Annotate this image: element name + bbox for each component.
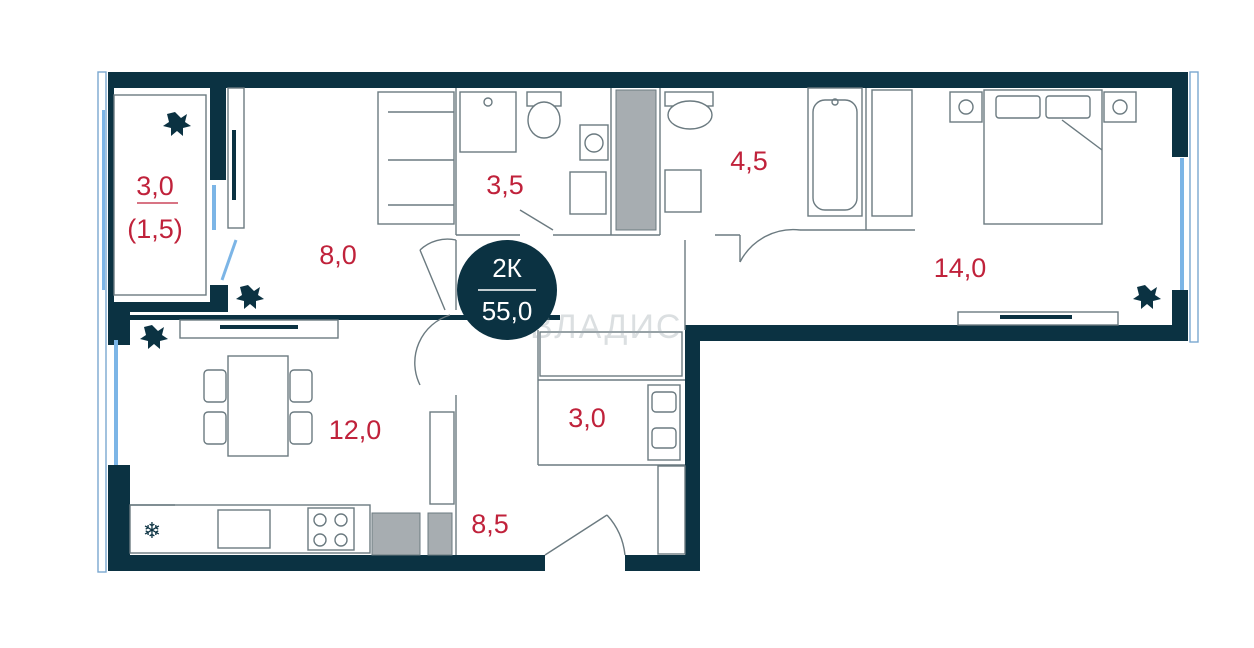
washing-machine [579, 124, 609, 161]
bedroom [949, 89, 1161, 326]
watermark: ВЛАДИС [530, 308, 682, 346]
balcony-area: 3,0 [136, 171, 174, 201]
balcony-area-reduced: (1,5) [127, 214, 183, 244]
shoe-cabinet [657, 465, 686, 555]
plant-icon [236, 285, 264, 309]
plant-icon [1133, 285, 1161, 309]
nightstand-left [949, 91, 983, 123]
shower-tray [459, 91, 517, 153]
snowflake-icon: ❄ [143, 518, 161, 543]
balcony [113, 94, 207, 296]
bathroom [459, 89, 657, 231]
sofa [377, 91, 455, 225]
shoe-rack [429, 411, 455, 505]
partitions [455, 88, 915, 555]
bedroom-area: 14,0 [934, 253, 987, 283]
kitchen-sink [217, 509, 271, 549]
apartment-type: 2К [492, 253, 522, 283]
apartment-badge: 2К 55,0 [457, 240, 557, 340]
apartment-total-area: 55,0 [482, 296, 533, 326]
shelf [871, 89, 913, 217]
sink-2 [664, 169, 702, 213]
storage-area: 3,0 [568, 403, 606, 433]
toilet-area: 4,5 [730, 146, 768, 176]
windows [97, 71, 1199, 573]
hall [544, 465, 686, 556]
area-labels: 3,0 (1,5) 8,0 3,5 4,5 14,0 12,0 3,0 8,5 [127, 146, 986, 539]
walls [108, 72, 1188, 571]
bathroom-area: 3,5 [486, 170, 524, 200]
toilet-room [664, 87, 913, 263]
plant-icon [140, 325, 168, 349]
nightstand-right [1103, 91, 1137, 123]
hall-area: 8,5 [471, 509, 509, 539]
kitchen-area: 12,0 [329, 415, 382, 445]
living-room [227, 87, 457, 311]
bathtub [807, 87, 863, 217]
sink [569, 171, 607, 215]
storage [539, 331, 683, 461]
kitchen: ❄ [129, 314, 455, 556]
living-area: 8,0 [319, 240, 357, 270]
dining-table [227, 355, 289, 457]
plant-icon [163, 112, 191, 136]
